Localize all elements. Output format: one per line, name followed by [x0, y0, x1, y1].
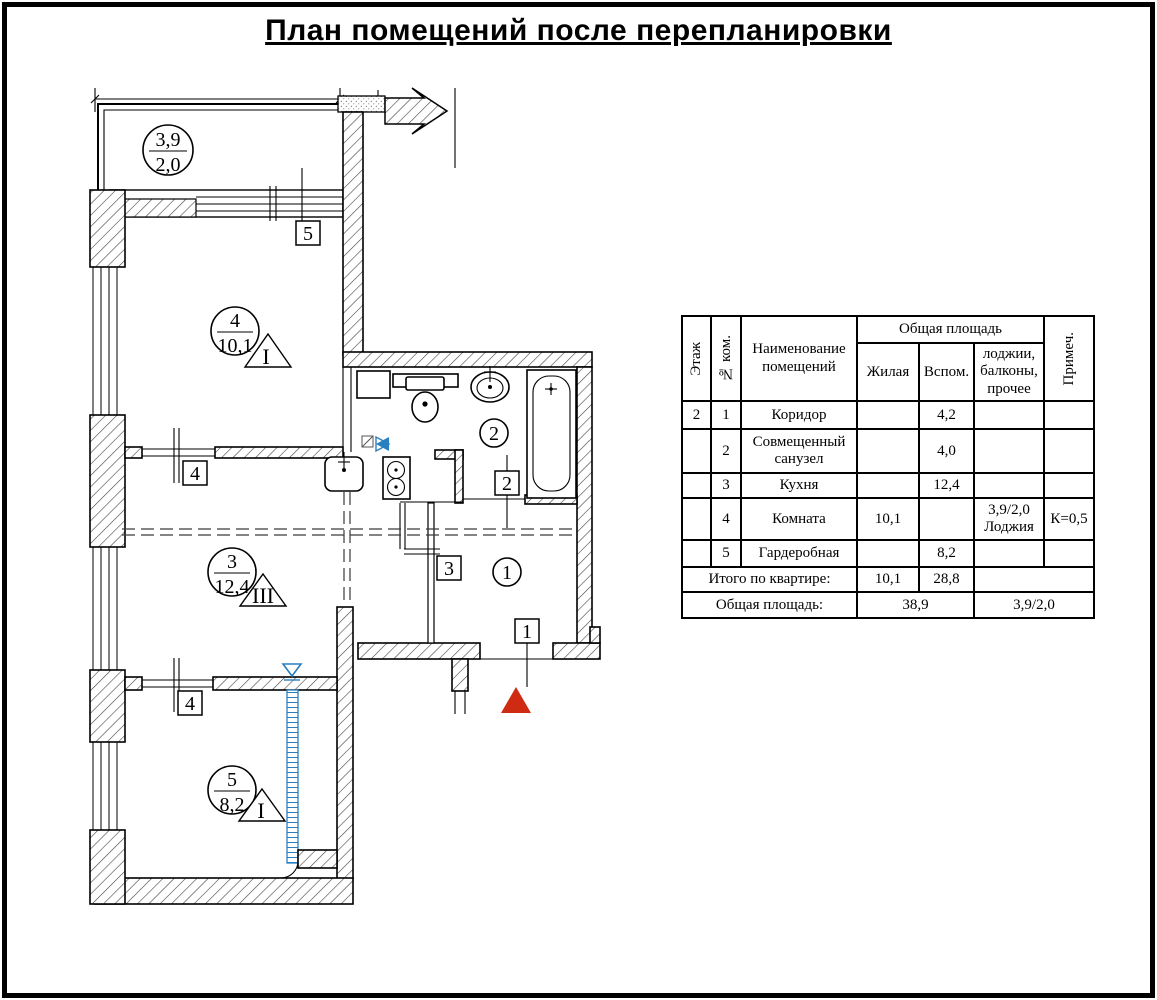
facade-windows	[92, 267, 118, 830]
balcony-window-band	[109, 168, 344, 221]
kitchen-fixtures	[324, 452, 411, 500]
svg-text:I: I	[262, 344, 269, 369]
table-row: 5 Гардеробная 8,2	[681, 539, 1095, 568]
svg-text:2: 2	[489, 423, 499, 445]
svg-text:8,2: 8,2	[220, 794, 245, 816]
bathroom-label: 2	[479, 418, 509, 448]
wardrobe-label: 5 8,2 I	[207, 765, 287, 823]
page-title: План помещений после перепланировки	[265, 14, 892, 47]
totals-row: Итого по квартире: 10,1 28,8	[681, 566, 1095, 593]
col-aux: Вспом.	[918, 342, 975, 402]
svg-text:2: 2	[502, 473, 512, 495]
hall-label: 1	[492, 557, 522, 587]
svg-text:5: 5	[303, 223, 313, 245]
svg-text:12,4: 12,4	[215, 576, 250, 598]
kitchen-label: 3 12,4 III	[207, 547, 288, 608]
svg-text:3: 3	[227, 551, 237, 573]
cabinet-icon	[356, 370, 391, 399]
entrance-arrow-icon	[501, 687, 531, 713]
structural-walls	[89, 111, 601, 905]
col-floor: Этаж	[688, 341, 704, 376]
room4-label: 4 10,1 I	[210, 306, 293, 369]
overall-row: Общая площадь: 38,9 3,9/2,0	[681, 591, 1095, 619]
interior-partitions	[124, 428, 578, 712]
water-level-icon	[281, 663, 303, 678]
table-row: 3 Кухня 12,4	[681, 472, 1095, 499]
removed-walls-dashed	[122, 492, 577, 605]
balcony-area-label: 3,9 2,0	[142, 124, 194, 176]
svg-text:5: 5	[227, 769, 237, 791]
table-row: 4 Комната 10,1 3,9/2,0 Лоджия К=0,5	[681, 497, 1095, 541]
insulation-band	[337, 95, 386, 113]
svg-text:2,0: 2,0	[156, 154, 181, 176]
bathroom-fixtures	[356, 366, 577, 499]
washbasin-icon	[470, 366, 510, 403]
col-room-no: № ком.	[717, 335, 734, 382]
stove-icon	[382, 456, 411, 500]
svg-text:4: 4	[230, 310, 240, 332]
col-name: Наименование помещений	[740, 315, 858, 402]
balcony-walls	[97, 87, 449, 192]
svg-text:4: 4	[185, 693, 195, 715]
svg-text:4: 4	[190, 463, 200, 485]
area-table: Этаж № ком. Наименование помещений Общая…	[681, 315, 1095, 619]
svg-text:3,9: 3,9	[156, 129, 181, 151]
opening-tags: 5 4 4 3 2 1	[177, 220, 540, 716]
new-partition	[280, 663, 338, 879]
table-row: 2 Совмещенный санузел 4,0	[681, 428, 1095, 474]
toilet-icon	[405, 376, 445, 423]
water-valve-icon	[361, 435, 391, 453]
svg-text:10,1: 10,1	[218, 335, 253, 357]
col-loggia: лоджии, балконы, прочее	[973, 342, 1045, 402]
table-row: 2 1 Коридор 4,2	[681, 400, 1095, 430]
col-living: Жилая	[856, 342, 920, 402]
svg-text:1: 1	[522, 621, 532, 643]
svg-text:III: III	[252, 583, 274, 608]
wall-break-arrow-icon	[384, 87, 449, 135]
svg-text:3: 3	[444, 558, 454, 580]
svg-text:I: I	[257, 798, 264, 823]
col-note: Примеч.	[1060, 331, 1077, 386]
bathtub-icon	[526, 369, 577, 499]
col-total-area: Общая площадь	[856, 315, 1045, 344]
svg-text:1: 1	[502, 562, 512, 584]
sink-icon	[324, 452, 364, 492]
